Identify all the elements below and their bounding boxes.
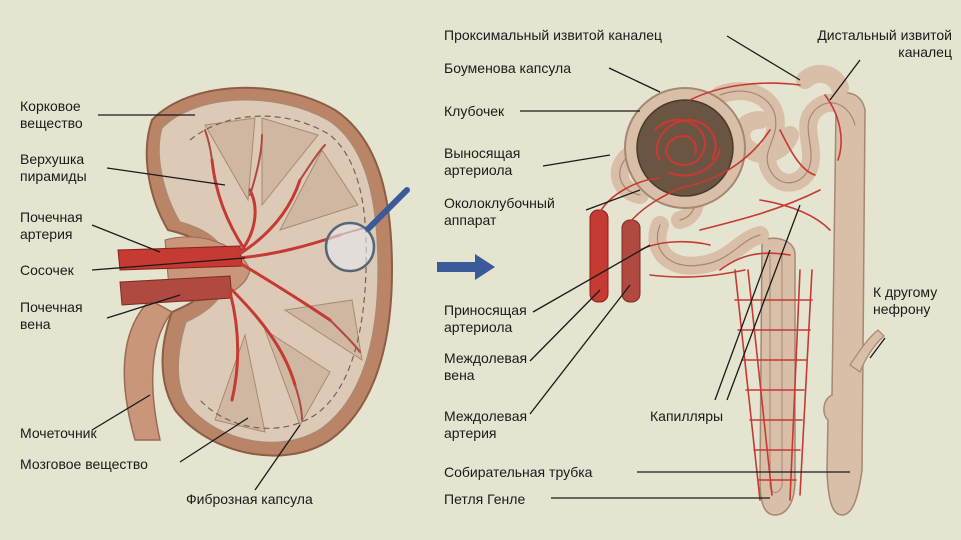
label-renal-artery-line2: артерия [20,226,73,242]
label-proximal-tubule: Проксимальный извитой каналец [444,27,663,43]
label-interlobar-artery-line2: артерия [444,425,497,441]
label-juxtaglomerular: Околоклубочный аппарат [444,195,555,229]
label-interlobar-vein-line1: Междолевая [444,350,528,366]
label-next-nephron-line1: К другому [873,284,938,300]
label-afferent-line2: артериола [444,319,513,335]
label-papilla: Сосочек [20,262,74,278]
label-next-nephron-line2: нефрону [873,301,931,317]
kidney-section [117,86,410,457]
label-distal-line1: Дистальный извитой [817,27,952,43]
label-interlobar-artery: Междолевая артерия [444,408,527,442]
label-pyramid-apex: Верхушка пирамиды [20,151,87,185]
label-renal-vein: Почечная вена [20,299,83,333]
label-efferent-line2: артериола [444,162,513,178]
label-renal-artery: Почечная артерия [20,209,83,243]
label-pyramid-line2: пирамиды [20,168,87,184]
label-collecting-duct: Собирательная трубка [444,464,593,480]
label-distal-line2: каналец [898,44,952,60]
label-medulla: Мозговое вещество [20,456,148,472]
label-efferent-line1: Выносящая [444,145,521,161]
label-afferent-arteriole: Приносящая артериола [444,302,527,336]
label-interlobar-vein: Междолевая вена [444,350,527,384]
nephron-detail [589,64,885,516]
label-renal-vein-line2: вена [20,316,51,332]
label-juxta-line1: Околоклубочный [444,195,555,211]
label-cortex: Корковое вещество [20,98,83,132]
label-henle-loop: Петля Генле [444,491,526,507]
label-next-nephron: К другому нефрону [873,284,937,318]
label-bowman-capsule: Боуменова капсула [444,60,571,76]
direction-arrow [437,254,495,280]
label-fibrous-capsule: Фиброзная капсула [186,491,313,507]
label-interlobar-artery-line1: Междолевая [444,408,528,424]
label-ureter: Мочеточник [20,425,97,441]
label-cortex-line2: вещество [20,115,83,131]
label-capillaries: Капилляры [650,408,724,424]
leader-lines [91,35,886,499]
label-juxta-line2: аппарат [444,212,497,228]
label-pyramid-line1: Верхушка [20,151,85,167]
label-glomerulus: Клубочек [444,103,505,119]
label-renal-artery-line1: Почечная [20,209,83,225]
label-renal-vein-line1: Почечная [20,299,83,315]
label-distal-tubule: Дистальный извитой каналец [760,27,952,61]
label-afferent-line1: Приносящая [444,302,527,318]
label-interlobar-vein-line2: вена [444,367,475,383]
label-cortex-line1: Корковое [20,98,81,114]
label-efferent-arteriole: Выносящая артериола [444,145,520,179]
